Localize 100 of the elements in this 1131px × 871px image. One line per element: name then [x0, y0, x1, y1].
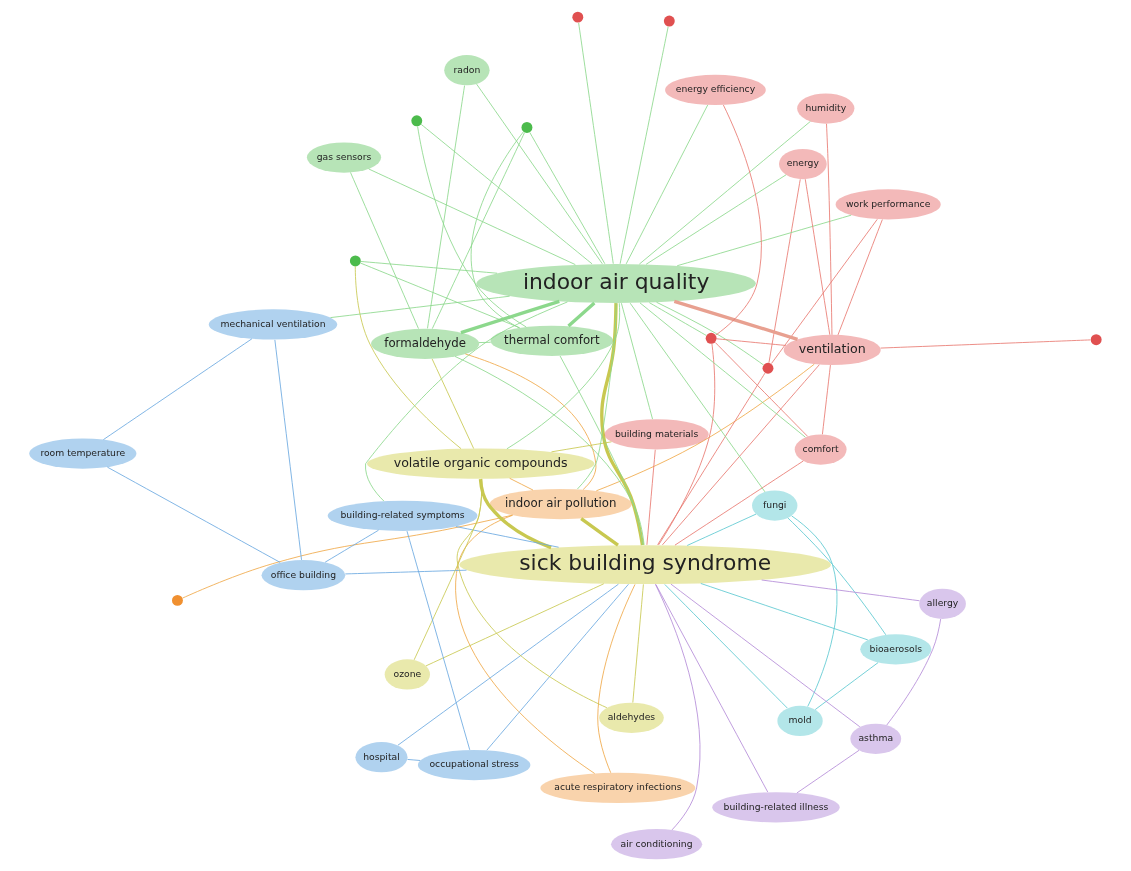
node-ellipse: building materials: [604, 419, 709, 450]
connector: [638, 120, 811, 265]
node-ellipse: ozone: [384, 659, 430, 690]
connector: [645, 174, 787, 265]
node-ellipse: volatile organic compounds: [366, 448, 595, 479]
connector: [826, 123, 833, 336]
connector: [103, 338, 253, 441]
connector: [406, 530, 471, 751]
connector: [656, 301, 764, 366]
connector: [476, 83, 603, 265]
connector: [455, 514, 596, 774]
connector: [368, 168, 576, 266]
connector: [420, 123, 593, 265]
connector: [578, 22, 614, 265]
node-ellipse: room temperature: [29, 438, 137, 469]
connector: [425, 583, 605, 667]
connector: [632, 583, 644, 703]
node-ellipse: mold: [777, 705, 823, 737]
node-circle: [572, 11, 584, 23]
connector: [716, 338, 787, 346]
connector: [676, 214, 852, 267]
node-ellipse: ventilation: [783, 334, 881, 366]
connector: [714, 342, 809, 437]
connector: [804, 178, 831, 336]
connector: [509, 477, 534, 491]
connector: [455, 526, 560, 548]
connector: [880, 339, 1091, 349]
node-ellipse: mechanical ventilation: [208, 309, 338, 340]
connector: [648, 302, 707, 336]
connector: [715, 104, 762, 336]
node-ellipse: energy efficiency: [665, 74, 766, 106]
connector: [431, 132, 525, 330]
node-ellipse: work performance: [835, 189, 941, 220]
node-ellipse: radon: [444, 55, 490, 86]
node-ellipse: office building: [261, 560, 346, 591]
connector: [646, 449, 656, 546]
connector: [662, 364, 820, 546]
node-ellipse: formaldehyde: [371, 328, 480, 359]
connector: [360, 261, 498, 274]
connector: [670, 583, 861, 728]
connector: [456, 478, 608, 709]
connector: [330, 295, 511, 319]
node-ellipse: air conditioning: [611, 829, 703, 860]
node-circle: [172, 594, 183, 606]
node-ellipse: asthma: [850, 723, 902, 754]
connector: [597, 583, 636, 774]
node-ellipse: hospital: [355, 742, 408, 773]
connector: [886, 618, 942, 726]
node-circle: [349, 255, 361, 267]
connector: [431, 358, 475, 449]
node-ellipse: aldehydes: [599, 702, 664, 733]
node-ellipse: comfort: [794, 434, 847, 465]
node-ellipse: sick building syndrome: [459, 545, 831, 585]
node-ellipse: gas sensors: [306, 142, 382, 173]
node-circle: [521, 122, 533, 133]
connector: [655, 583, 701, 831]
node-circle: [663, 15, 675, 27]
connector: [413, 478, 483, 661]
connector: [664, 584, 788, 709]
connector: [796, 749, 860, 794]
node-ellipse: acute respiratory infections: [540, 772, 696, 804]
connector: [673, 299, 799, 341]
connector: [791, 515, 838, 707]
connector: [427, 85, 465, 329]
connector: [761, 579, 920, 602]
connector: [577, 302, 617, 490]
connector: [771, 218, 878, 364]
connector: [407, 759, 421, 761]
connector: [478, 479, 552, 550]
connector: [837, 219, 883, 336]
node-ellipse: thermal comfort: [490, 325, 614, 356]
connector: [600, 303, 645, 546]
connector: [182, 514, 513, 599]
connector: [486, 583, 629, 751]
connector: [655, 584, 769, 793]
node-ellipse: bioaerosols: [860, 634, 932, 665]
connector: [417, 125, 527, 328]
connector: [625, 104, 709, 265]
connector: [768, 178, 801, 364]
node-ellipse: occupational stress: [417, 749, 531, 781]
connector: [580, 517, 619, 547]
connector: [397, 583, 619, 746]
connector: [354, 266, 462, 450]
connector: [529, 131, 606, 265]
connector: [106, 466, 281, 563]
node-ellipse: humidity: [797, 93, 855, 124]
connector: [559, 355, 644, 546]
node-ellipse: building-related illness: [712, 792, 840, 823]
connector: [657, 372, 766, 546]
connector: [629, 302, 766, 493]
node-ellipse: energy: [779, 148, 827, 180]
connector: [551, 441, 612, 453]
connector: [454, 356, 645, 546]
connector: [639, 302, 806, 438]
connector: [464, 353, 597, 490]
connector: [365, 301, 568, 502]
connector: [460, 299, 560, 335]
node-circle: [1090, 334, 1102, 346]
connector: [674, 460, 804, 546]
node-circle: [705, 332, 717, 344]
